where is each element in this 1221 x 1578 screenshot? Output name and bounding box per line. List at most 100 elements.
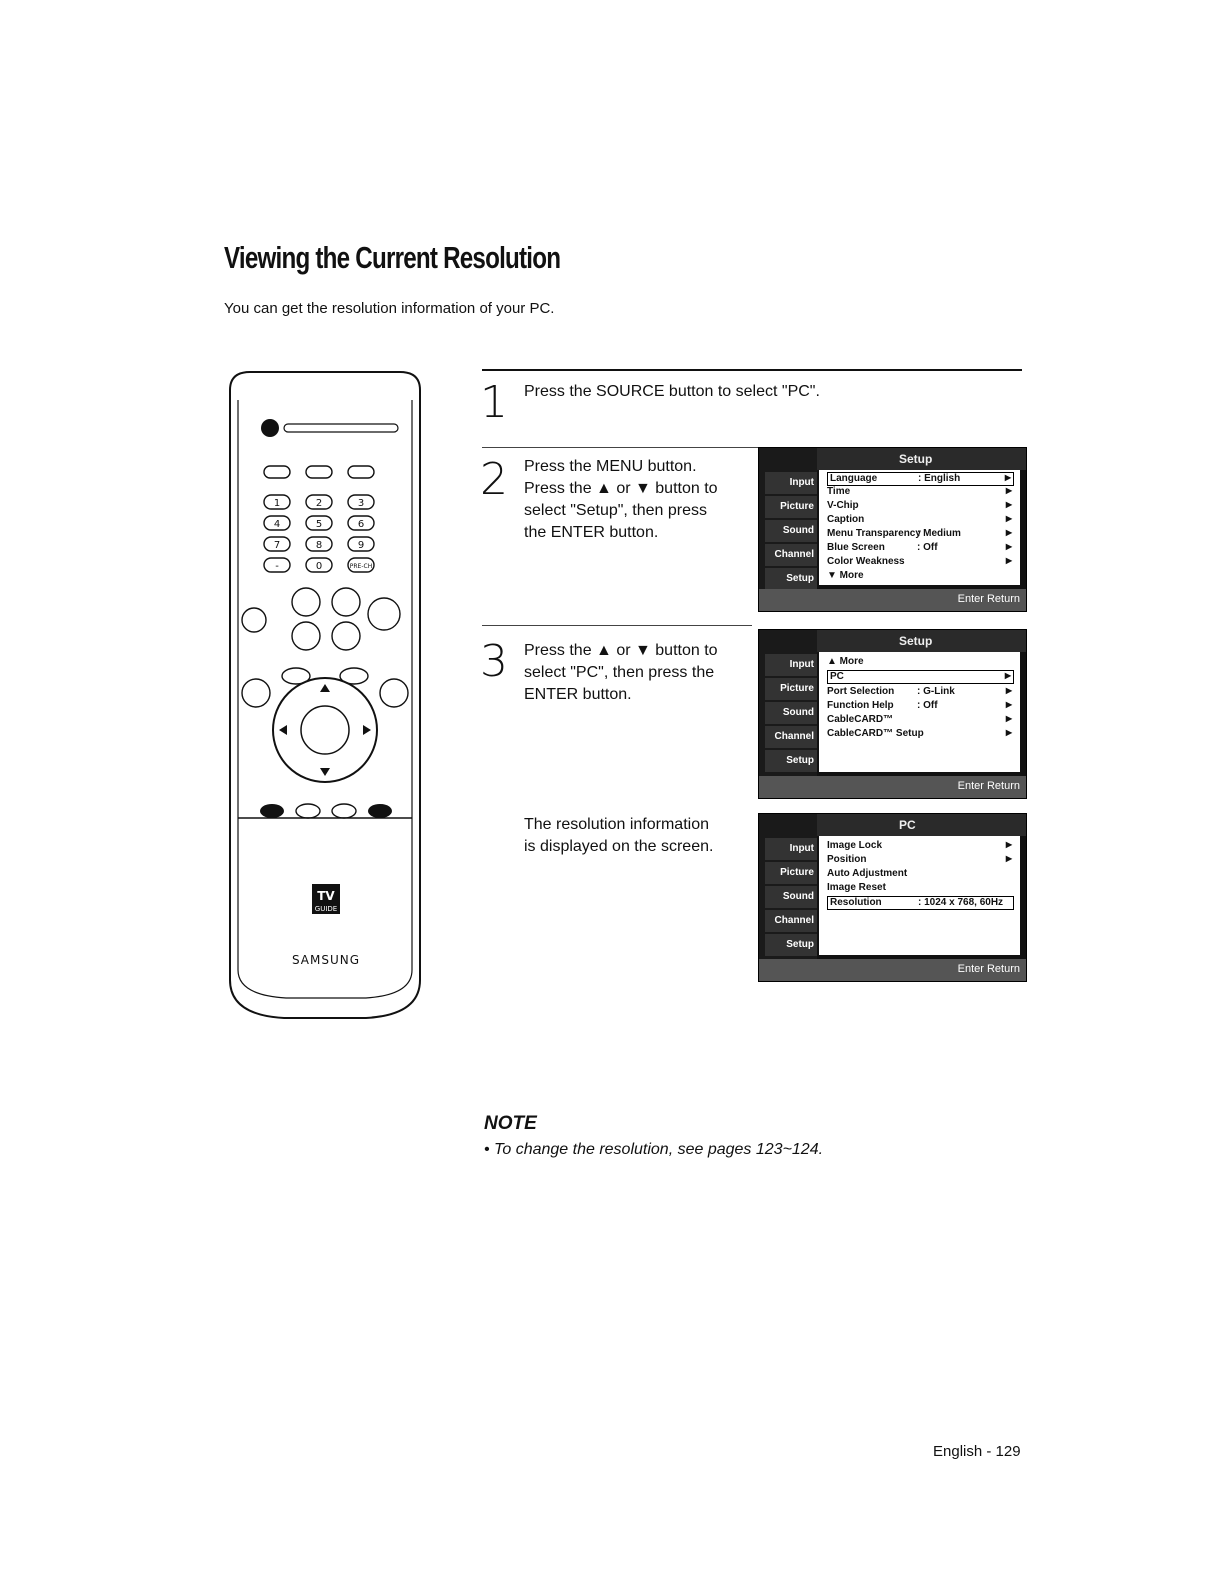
menu-row-label: Auto Adjustment (827, 868, 908, 879)
footer-hint: Enter Return (957, 963, 1020, 975)
menu-title: Setup (899, 452, 933, 466)
menu-row: PC ▶ (827, 670, 1014, 684)
sidebar-item: Sound (765, 702, 817, 724)
menu-row-value: : Medium (917, 528, 961, 539)
arrow-right-icon: ▶ (1005, 714, 1012, 723)
sidebar-item: Channel (765, 910, 817, 932)
menu-row-value: : 1024 x 768, 60Hz (918, 897, 1004, 908)
menu-row-label: Resolution (830, 897, 882, 908)
menu-row-label: CableCARD™ (827, 714, 894, 725)
screen-footer: Enter Return (759, 959, 1026, 981)
menu-row: Auto Adjustment (827, 868, 1014, 882)
sidebar-item: Channel (765, 544, 817, 566)
note-title: NOTE (484, 1113, 537, 1134)
menu-row: Image Lock ▶ (827, 840, 1014, 854)
menu-row: Color Weakness▶ (827, 556, 1014, 570)
step-line: is displayed on the screen. (524, 838, 714, 855)
svg-text:3: 3 (358, 498, 364, 509)
svg-text:GUIDE: GUIDE (315, 905, 337, 913)
menu-row: Menu Transparency: Medium ▶ (827, 528, 1014, 542)
sidebar-item: Input (765, 472, 817, 494)
step-rule (482, 625, 752, 626)
arrow-right-icon: ▶ (1005, 728, 1012, 737)
menu-row: Blue Screen : Off ▶ (827, 542, 1014, 556)
arrow-right-icon: ▶ (1005, 542, 1012, 551)
menu-row: Port Selection: G-Link▶ (827, 686, 1014, 700)
menu-row-label: CableCARD™ Setup (827, 728, 924, 739)
svg-text:-: - (275, 561, 279, 572)
tv-menu-screenshot-setup-pc: TVSetup Input Picture Sound Channel Setu… (758, 629, 1027, 799)
step-line: ENTER button. (524, 686, 632, 703)
sidebar-item: Input (765, 654, 817, 676)
menu-row: Resolution : 1024 x 768, 60Hz (827, 896, 1014, 910)
menu-row-label: PC (830, 671, 844, 682)
step-line: Press the SOURCE button to select "PC". (524, 383, 820, 400)
menu-row-value: : Off (917, 542, 938, 553)
section-rule (482, 369, 1022, 371)
menu-row: Caption ▶ (827, 514, 1014, 528)
menu-row: CableCARD™ ▶ (827, 714, 1014, 728)
step-number: 3 (480, 636, 508, 687)
step-number: 2 (480, 454, 508, 505)
svg-text:6: 6 (358, 519, 364, 530)
menu-row-label: Time (827, 486, 851, 497)
menu-row-label: Port Selection (827, 686, 895, 697)
arrow-right-icon: ▶ (1004, 473, 1011, 482)
menu-row-label: Language (830, 473, 878, 484)
menu-row-label: Function Help (827, 700, 894, 711)
screen-footer: Enter Return (759, 776, 1026, 798)
arrow-right-icon: ▶ (1005, 840, 1012, 849)
menu-row-label: Image Lock (827, 840, 883, 851)
step-line: The resolution information (524, 816, 709, 833)
screen-sidebar: Input Picture Sound Channel Setup (759, 448, 817, 611)
svg-text:0: 0 (316, 561, 322, 572)
menu-row-label: Caption (827, 514, 865, 525)
arrow-right-icon: ▶ (1005, 528, 1012, 537)
result-text: The resolution information is displayed … (524, 814, 713, 858)
screen-sidebar: Input Picture Sound Channel Setup (759, 630, 817, 798)
screen-footer: Enter Return (759, 589, 1026, 611)
menu-row: Position ▶ (827, 854, 1014, 868)
menu-row-label: Position (827, 854, 867, 865)
menu-row: ▲ More (827, 656, 1014, 670)
menu-row: V-Chip▶ (827, 500, 1014, 514)
arrow-right-icon: ▶ (1005, 700, 1012, 709)
page-number: English - 129 (933, 1443, 1021, 1460)
menu-row-value: : G-Link (917, 686, 955, 697)
step-line: select "PC", then press the (524, 664, 715, 681)
menu-row: Language : English ▶ (827, 472, 1014, 486)
svg-text:8: 8 (316, 540, 322, 551)
menu-row-label: Color Weakness (827, 556, 905, 567)
menu-title: Setup (899, 634, 933, 648)
sidebar-item: Sound (765, 886, 817, 908)
svg-text:SAMSUNG: SAMSUNG (292, 953, 360, 967)
menu-row: Image Reset (827, 882, 1014, 896)
step-line: the ENTER button. (524, 524, 659, 541)
step-text: Press the MENU button. Press the ▲ or ▼ … (524, 456, 718, 544)
menu-row-value: : English (918, 473, 961, 484)
arrow-right-icon: ▶ (1005, 514, 1012, 523)
note-text: • To change the resolution, see pages 12… (484, 1141, 824, 1158)
footer-hint: Enter Return (957, 593, 1020, 605)
arrow-right-icon: ▶ (1005, 486, 1012, 495)
menu-row: Function Help: Off▶ (827, 700, 1014, 714)
svg-text:7: 7 (274, 540, 280, 551)
menu-row: Time ▶ (827, 486, 1014, 500)
step-line: Press the ▲ or ▼ button to (524, 480, 718, 497)
arrow-right-icon: ▶ (1005, 854, 1012, 863)
menu-row-label: Menu Transparency (827, 528, 921, 539)
menu-row-label: Blue Screen (827, 542, 885, 553)
tv-menu-screenshot-setup: TVSetup Input Picture Sound Channel Setu… (758, 447, 1027, 612)
menu-row-label: ▲ More (827, 656, 864, 667)
menu-panel: Image Lock ▶ Position ▶ Auto Adjustment Im… (819, 836, 1020, 955)
menu-row-label: V-Chip (827, 500, 859, 511)
step-text: Press the ▲ or ▼ button to select "PC", … (524, 640, 718, 706)
svg-text:4: 4 (274, 519, 280, 530)
sidebar-item: Setup (765, 934, 817, 956)
step-line: select "Setup", then press (524, 502, 708, 519)
menu-panel: ▲ More PC ▶ Port Selection : G-Link ▶ Funct… (819, 652, 1020, 772)
menu-title: PC (899, 818, 916, 832)
arrow-right-icon: ▶ (1004, 671, 1011, 680)
